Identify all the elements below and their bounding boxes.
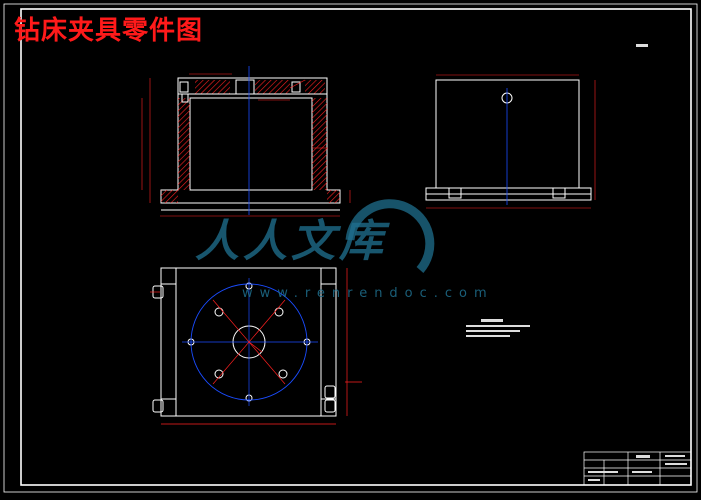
side-body [435,79,580,189]
front-dimensions [141,73,351,217]
side-view [425,79,592,201]
side-dimensions [426,74,596,209]
clamp-slot-bl [152,399,164,413]
right-wall-hatch [312,98,327,190]
watermark-logo [345,199,435,273]
clamp-slot-r2 [324,399,336,413]
clamp-slot-r1 [324,385,336,399]
title-block [583,451,692,486]
inner-border [20,8,692,486]
top-view [152,267,337,417]
tech-notes [466,319,530,337]
front-section-view [160,77,341,211]
outer-border [3,3,698,493]
watermark-url: www.renrendoc.com [242,286,494,301]
watermark-brand: 人人文库 [195,216,387,267]
bolt-left [179,81,189,93]
corner-mark [636,44,648,47]
title-block-text [588,455,687,481]
top-dimensions [150,268,362,425]
drawing-title: 钻床夹具零件图 [14,16,204,46]
left-wall-hatch [178,98,190,190]
